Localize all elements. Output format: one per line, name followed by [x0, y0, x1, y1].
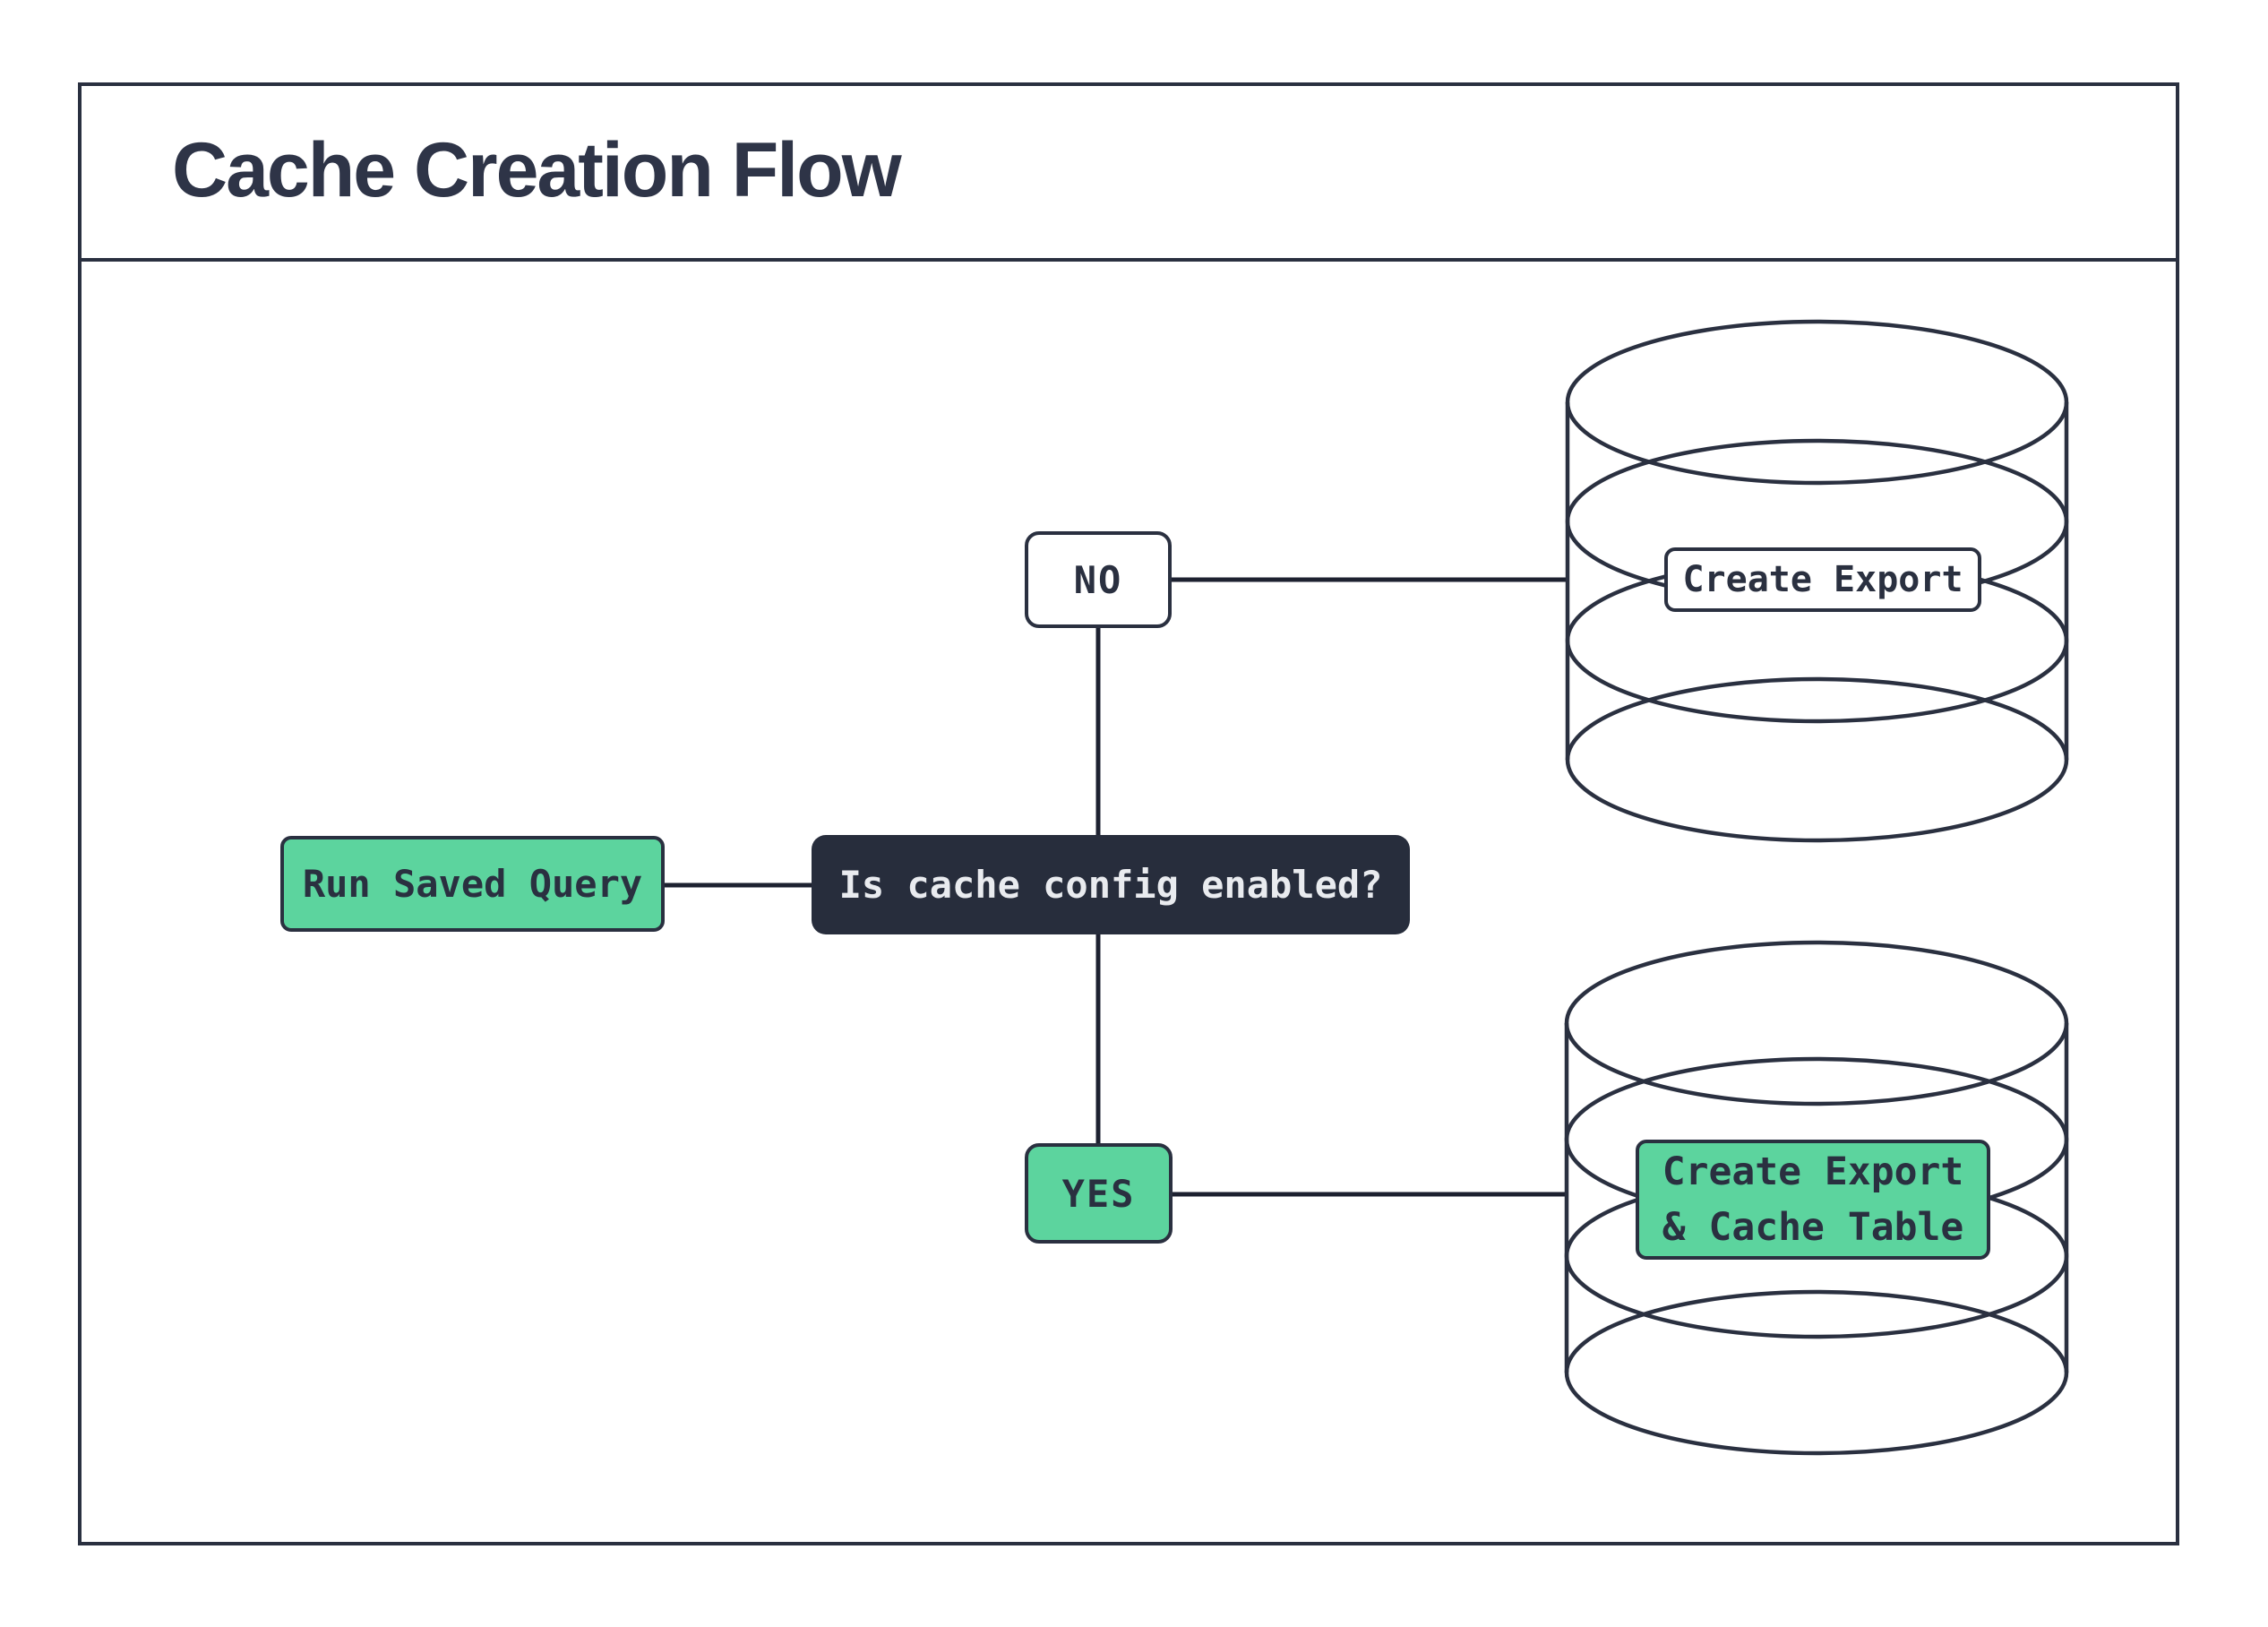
node-branch-yes: YES — [1025, 1143, 1173, 1244]
label-create-export-cache-line2: & Cache Table — [1662, 1205, 1964, 1250]
database-cylinder-top-icon — [1565, 319, 2069, 843]
page-title: Cache Creation Flow — [172, 126, 902, 213]
node-run-saved-query-label: Run Saved Query — [302, 862, 643, 906]
cylinder-ring — [1564, 1289, 2069, 1456]
header-divider — [78, 258, 2179, 262]
label-create-export-text: Create Export — [1682, 559, 1963, 600]
label-create-export: Create Export — [1664, 547, 1981, 612]
node-run-saved-query: Run Saved Query — [280, 836, 665, 932]
node-branch-yes-label: YES — [1061, 1171, 1136, 1216]
cylinder-ring — [1565, 676, 2069, 843]
node-branch-no: NO — [1025, 531, 1172, 628]
cylinder-ring — [1565, 319, 2069, 486]
node-branch-no-label: NO — [1073, 557, 1123, 602]
node-cache-config-decision-label: Is cache config enabled? — [838, 863, 1383, 907]
diagram-frame — [78, 82, 2179, 1545]
label-create-export-cache-table: Create Export & Cache Table — [1636, 1140, 1990, 1260]
cylinder-ring — [1564, 940, 2069, 1106]
label-create-export-cache-line1: Create Export — [1662, 1149, 1964, 1194]
node-cache-config-decision: Is cache config enabled? — [812, 835, 1410, 934]
